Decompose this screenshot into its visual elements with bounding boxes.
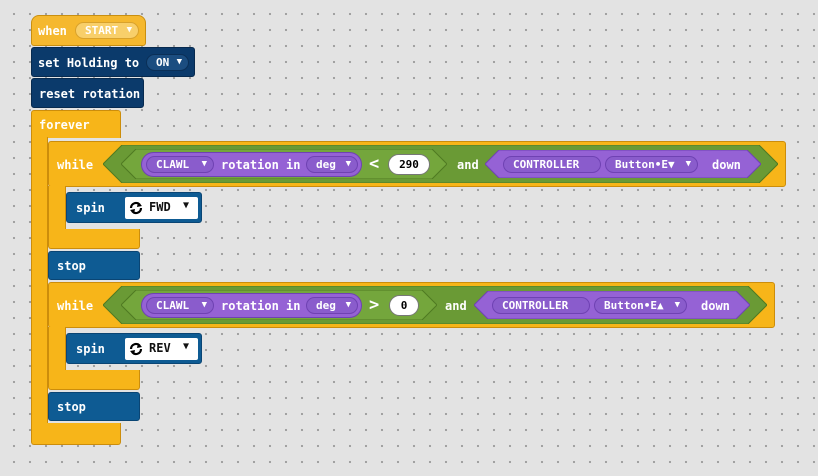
- chevron-down-icon: ▼: [126, 25, 132, 35]
- value-dropdown[interactable]: ON ▼: [146, 54, 189, 71]
- motor-value: CLAWL: [156, 158, 190, 171]
- direction-value: REV: [149, 341, 171, 355]
- chevron-down-icon: ▼: [345, 300, 351, 310]
- spin-block-1[interactable]: spin FWD ▼: [66, 192, 202, 223]
- controller-value: CONTROLLER: [513, 158, 580, 171]
- and-label: and: [457, 158, 479, 172]
- value-input[interactable]: 0: [389, 295, 419, 316]
- event-dropdown[interactable]: START ▼: [75, 22, 139, 39]
- unit-dropdown[interactable]: deg ▼: [306, 156, 358, 173]
- operator-symbol: >: [369, 295, 380, 315]
- while-label: while: [57, 158, 94, 172]
- when-start-block[interactable]: when START ▼: [31, 15, 146, 46]
- controller-dropdown[interactable]: CONTROLLER: [503, 156, 601, 173]
- event-value: START: [85, 24, 119, 37]
- forever-block-footer: [31, 423, 121, 445]
- operator-symbol: <: [369, 154, 380, 174]
- controller-dropdown[interactable]: CONTROLLER: [492, 297, 590, 314]
- rotation-reporter-2[interactable]: CLAWL ▼ rotation in deg ▼: [141, 293, 362, 318]
- controller-value: CONTROLLER: [502, 299, 569, 312]
- spin-label: spin: [76, 201, 105, 215]
- unit-value: deg: [316, 299, 336, 312]
- direction-dropdown[interactable]: REV ▼: [125, 338, 198, 360]
- button-value: Button•E▼: [615, 158, 675, 171]
- value-text: ON: [156, 56, 170, 69]
- chevron-down-icon: ▼: [176, 57, 182, 67]
- unit-value: deg: [316, 158, 336, 171]
- while-block-2-footer: [48, 370, 140, 390]
- button-dropdown[interactable]: Button•E▲ ▼: [594, 297, 687, 314]
- while-block-1-footer: [48, 229, 140, 249]
- down-label: down: [701, 299, 730, 313]
- reset-rotation-block[interactable]: reset rotation: [31, 78, 144, 108]
- motor-value: CLAWL: [156, 299, 190, 312]
- stop-label: stop: [57, 259, 86, 273]
- direction-dropdown[interactable]: FWD ▼: [125, 197, 198, 219]
- chevron-down-icon: ▼: [183, 200, 190, 211]
- and-label: and: [445, 299, 467, 313]
- chevron-down-icon: ▼: [183, 341, 190, 352]
- stop-label: stop: [57, 400, 86, 414]
- down-label: down: [712, 158, 741, 172]
- while-block-2-arm: [48, 327, 66, 371]
- reset-rotation-label: reset rotation: [39, 87, 141, 101]
- while-label: while: [57, 299, 94, 313]
- rotation-label: rotation in: [221, 158, 301, 172]
- chevron-down-icon: ▼: [685, 159, 691, 169]
- stop-block-2[interactable]: stop: [48, 392, 140, 421]
- motor-dropdown[interactable]: CLAWL ▼: [146, 156, 214, 173]
- rotate-icon: [129, 201, 143, 215]
- motor-dropdown[interactable]: CLAWL ▼: [146, 297, 214, 314]
- spin-label: spin: [76, 342, 105, 356]
- forever-label: forever: [39, 118, 90, 132]
- stop-block-1[interactable]: stop: [48, 251, 140, 280]
- spin-block-2[interactable]: spin REV ▼: [66, 333, 202, 364]
- set-variable-block[interactable]: set Holding to ON ▼: [31, 47, 195, 77]
- button-value: Button•E▲: [604, 299, 664, 312]
- rotation-label: rotation in: [221, 299, 301, 313]
- unit-dropdown[interactable]: deg ▼: [306, 297, 358, 314]
- chevron-down-icon: ▼: [345, 159, 351, 169]
- rotate-icon: [129, 342, 143, 356]
- when-label: when: [38, 24, 67, 38]
- forever-block-arm: [31, 137, 48, 424]
- value-input[interactable]: 290: [388, 154, 430, 175]
- direction-value: FWD: [149, 200, 171, 214]
- chevron-down-icon: ▼: [201, 159, 207, 169]
- forever-block-header[interactable]: forever: [31, 110, 121, 138]
- chevron-down-icon: ▼: [201, 300, 207, 310]
- while-block-1-arm: [48, 186, 66, 230]
- chevron-down-icon: ▼: [674, 300, 680, 310]
- rotation-reporter-1[interactable]: CLAWL ▼ rotation in deg ▼: [141, 152, 362, 177]
- set-variable-label: set Holding to: [38, 56, 140, 70]
- button-dropdown[interactable]: Button•E▼ ▼: [605, 156, 698, 173]
